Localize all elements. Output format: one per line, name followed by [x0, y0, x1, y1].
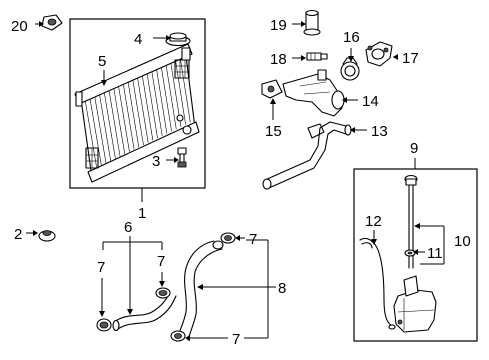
- hose-clamp: [155, 287, 171, 299]
- radiator-fin: [98, 91, 112, 161]
- radiator-fin: [113, 85, 126, 155]
- radiator-fin: [127, 79, 140, 148]
- radiator-fin: [141, 73, 154, 141]
- water-outlet: [282, 69, 345, 117]
- callout-9: 9: [410, 140, 418, 157]
- radiator-fin: [103, 89, 116, 159]
- sensor-cap: [303, 9, 321, 36]
- water-pipe: [264, 121, 347, 189]
- hose-clamp: [220, 232, 236, 244]
- callout-4: 4: [134, 31, 142, 48]
- callout-11: 11: [427, 245, 443, 262]
- callout-17: 17: [402, 50, 419, 67]
- reservoir-washer: [404, 249, 416, 257]
- callout-5: 5: [98, 53, 106, 70]
- hose-clamp: [170, 330, 186, 342]
- drain-plug: [177, 147, 187, 168]
- mount-grommet: [38, 230, 56, 242]
- callout-15: 15: [265, 123, 282, 140]
- hose-clamp: [96, 318, 112, 332]
- radiator-fin: [151, 69, 163, 136]
- radiator-fin: [94, 93, 107, 164]
- mount-insulator: [41, 14, 63, 31]
- radiator-assembly-box: [69, 18, 206, 189]
- callout-2: 2: [14, 226, 22, 243]
- radiator-fin: [132, 77, 144, 146]
- radiator-fin: [160, 65, 172, 132]
- callout-3: 3: [152, 153, 160, 170]
- thermostat: [340, 57, 360, 81]
- radiator: [74, 43, 200, 183]
- radiator-fin: [179, 57, 191, 123]
- radiator-cap: [165, 32, 191, 47]
- callout-7b: 7: [157, 253, 165, 270]
- overflow-hose: [359, 237, 393, 327]
- lower-radiator-hose: [113, 291, 177, 330]
- callout-18: 18: [270, 51, 287, 68]
- callout-12: 12: [365, 213, 382, 230]
- reservoir-tank: [388, 275, 437, 333]
- radiator-fin: [165, 63, 177, 130]
- radiator-fin: [84, 97, 97, 168]
- radiator-fin: [146, 71, 158, 139]
- radiator-fin: [122, 81, 135, 150]
- callout-10: 10: [454, 233, 471, 250]
- callout-7d: 7: [232, 331, 240, 348]
- radiator-fin: [175, 59, 186, 125]
- outlet-gasket: [261, 79, 283, 99]
- callout-20: 20: [11, 18, 28, 35]
- radiator-fin: [108, 87, 121, 157]
- callout-19: 19: [270, 17, 287, 34]
- radiator-fin: [117, 83, 130, 152]
- radiator-fin: [136, 75, 149, 143]
- callout-16: 16: [343, 29, 360, 46]
- callout-6: 6: [124, 219, 132, 236]
- temperature-sensor: [306, 52, 328, 61]
- radiator-fin: [89, 95, 102, 166]
- upper-radiator-hose: [177, 240, 223, 341]
- callout-8: 8: [278, 280, 286, 297]
- radiator-fin: [156, 67, 168, 134]
- callout-13: 13: [371, 123, 388, 140]
- callout-14: 14: [362, 93, 379, 110]
- radiator-fins: [84, 57, 191, 168]
- thermostat-housing: [365, 41, 393, 67]
- callout-1: 1: [138, 205, 146, 222]
- callout-7a: 7: [97, 259, 105, 276]
